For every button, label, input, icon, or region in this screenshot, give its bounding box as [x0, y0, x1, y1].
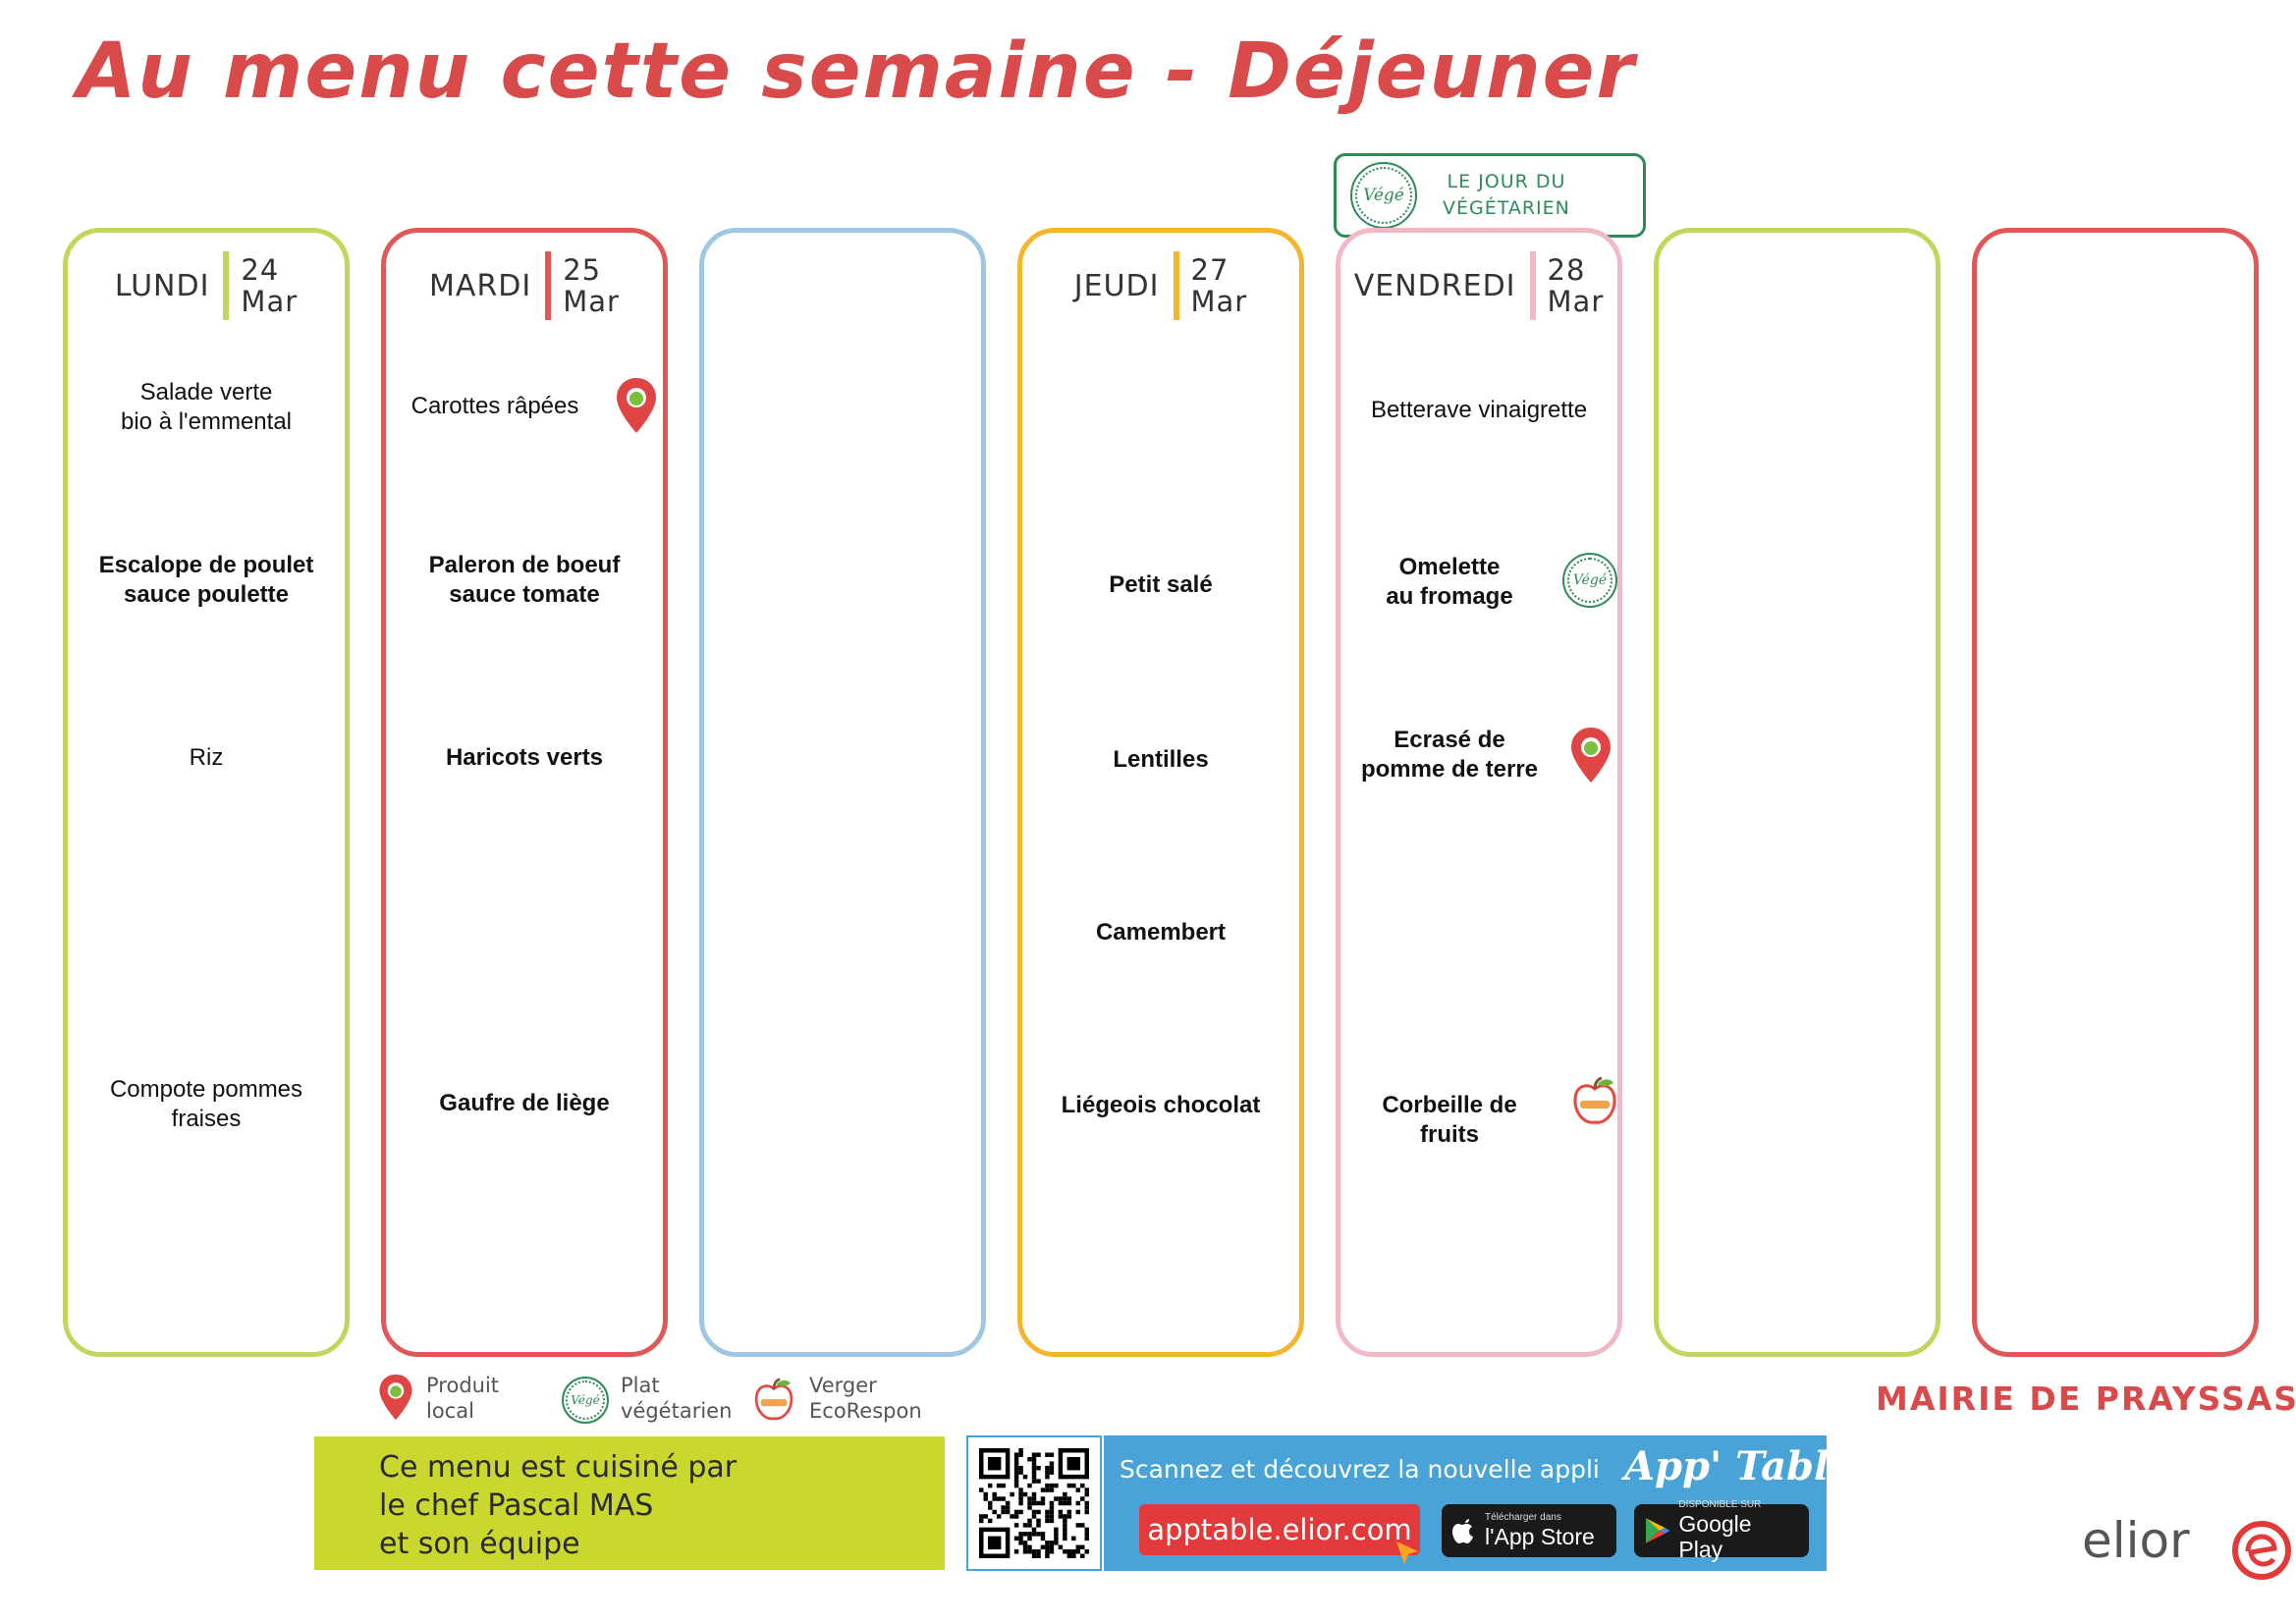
day-name: LUNDI — [114, 268, 210, 303]
day-separator — [1173, 251, 1179, 320]
legend-label: Plat végétarien — [621, 1374, 733, 1423]
day-column-vendredi: VENDREDI 28 Mar Betterave vinaigrette Om… — [1336, 228, 1622, 1357]
dish-dessert: Liégeois chocolat — [1061, 1092, 1261, 1118]
day-column-empty-saturday — [1654, 228, 1941, 1357]
day-separator — [545, 251, 552, 320]
app-name: App' Table — [1624, 1443, 1854, 1489]
day-date: 28 Mar — [1547, 253, 1605, 318]
google-play-text: DISPONIBLE SUR Google Play — [1678, 1499, 1762, 1562]
vege-badge-icon: Végé — [562, 1377, 609, 1424]
legend-verger: Verger EcoRespon — [750, 1373, 922, 1424]
dish-dessert: Compote pommes fraises — [109, 1076, 303, 1132]
brand-logo: elior — [2082, 1512, 2190, 1569]
mairie-label: MAIRIE DE PRAYSSAS — [1876, 1380, 2296, 1418]
map-pin-icon — [1571, 728, 1611, 783]
day-date: 24 Mar — [241, 253, 299, 318]
apple-logo-icon — [1452, 1519, 1473, 1543]
dish-main: Paleron de boeuf sauce tomate — [428, 552, 621, 608]
day-column-jeudi: JEUDI 27 Mar Petit salé Lentilles Camemb… — [1017, 228, 1304, 1357]
day-column-empty-sunday — [1972, 228, 2259, 1357]
legend-label: Produit local — [426, 1374, 500, 1423]
app-url-link[interactable]: apptable.elior.com — [1139, 1504, 1420, 1555]
google-play-button[interactable]: DISPONIBLE SUR Google Play — [1634, 1499, 1809, 1562]
vege-badge-icon: Végé — [1350, 162, 1417, 229]
dish-side: Haricots verts — [445, 744, 604, 771]
dish-dessert: Gaufre de liège — [439, 1090, 610, 1116]
page-title: Au menu cette semaine - Déjeuner — [77, 27, 1637, 116]
day-date: 27 Mar — [1190, 253, 1248, 318]
vege-badge-icon: Végé — [1562, 553, 1617, 608]
vege-day-label: LE JOUR DU VÉGÉTARIEN — [1443, 171, 1570, 219]
qr-code[interactable] — [966, 1435, 1102, 1571]
play-store-icon — [1645, 1518, 1670, 1543]
legend-vege: Végé Plat végétarien — [562, 1373, 732, 1424]
day-column-empty-wednesday — [699, 228, 986, 1357]
day-separator — [223, 251, 230, 320]
dish-main: Omelette au fromage — [1386, 554, 1513, 610]
day-column-lundi: LUNDI 24 Mar Salade verte bio à l'emment… — [63, 228, 350, 1357]
dish-side: Lentilles — [1113, 746, 1209, 773]
day-header: JEUDI 27 Mar — [1022, 250, 1299, 321]
map-pin-icon — [379, 1374, 412, 1421]
dish-dessert: Corbeille de fruits — [1382, 1092, 1517, 1148]
day-header: VENDREDI 28 Mar — [1340, 250, 1617, 321]
dish-cheese: Camembert — [1095, 919, 1227, 946]
map-pin-icon — [617, 378, 656, 433]
day-date: 25 Mar — [563, 253, 620, 318]
app-banner: Scannez et découvrez la nouvelle appli A… — [1104, 1435, 1854, 1571]
app-store-text: Télécharger dans l'App Store — [1485, 1512, 1595, 1549]
legend-label: Verger EcoRespon — [809, 1374, 922, 1423]
dish-side: Riz — [189, 744, 224, 771]
dish-main: Escalope de poulet sauce poulette — [98, 552, 314, 608]
day-name: MARDI — [429, 268, 532, 303]
apple-icon — [1573, 1076, 1616, 1124]
cursor-icon — [1396, 1542, 1418, 1564]
day-header: MARDI 25 Mar — [386, 250, 663, 321]
app-store-button[interactable]: Télécharger dans l'App Store — [1442, 1504, 1616, 1557]
dish-main: Petit salé — [1109, 571, 1213, 598]
dish-entree: Betterave vinaigrette — [1370, 397, 1588, 423]
day-name: VENDREDI — [1353, 268, 1516, 303]
day-column-mardi: MARDI 25 Mar Carottes râpées Paleron de … — [381, 228, 668, 1357]
dish-entree: Carottes râpées — [410, 393, 579, 419]
qr-code-icon — [979, 1448, 1089, 1558]
chef-box: Ce menu est cuisiné par le chef Pascal M… — [314, 1436, 945, 1570]
app-tagline: Scannez et découvrez la nouvelle appli — [1120, 1455, 1600, 1484]
vege-day-banner: Végé LE JOUR DU VÉGÉTARIEN — [1334, 153, 1646, 238]
elior-logo-icon — [2232, 1521, 2291, 1580]
apple-icon — [754, 1378, 793, 1421]
dish-entree: Salade verte bio à l'emmental — [121, 379, 292, 435]
day-name: JEUDI — [1073, 268, 1160, 303]
day-header: LUNDI 24 Mar — [68, 250, 345, 321]
dish-side: Ecrasé de pomme de terre — [1360, 727, 1539, 783]
day-separator — [1529, 251, 1536, 320]
legend-local: Produit local — [377, 1373, 499, 1424]
